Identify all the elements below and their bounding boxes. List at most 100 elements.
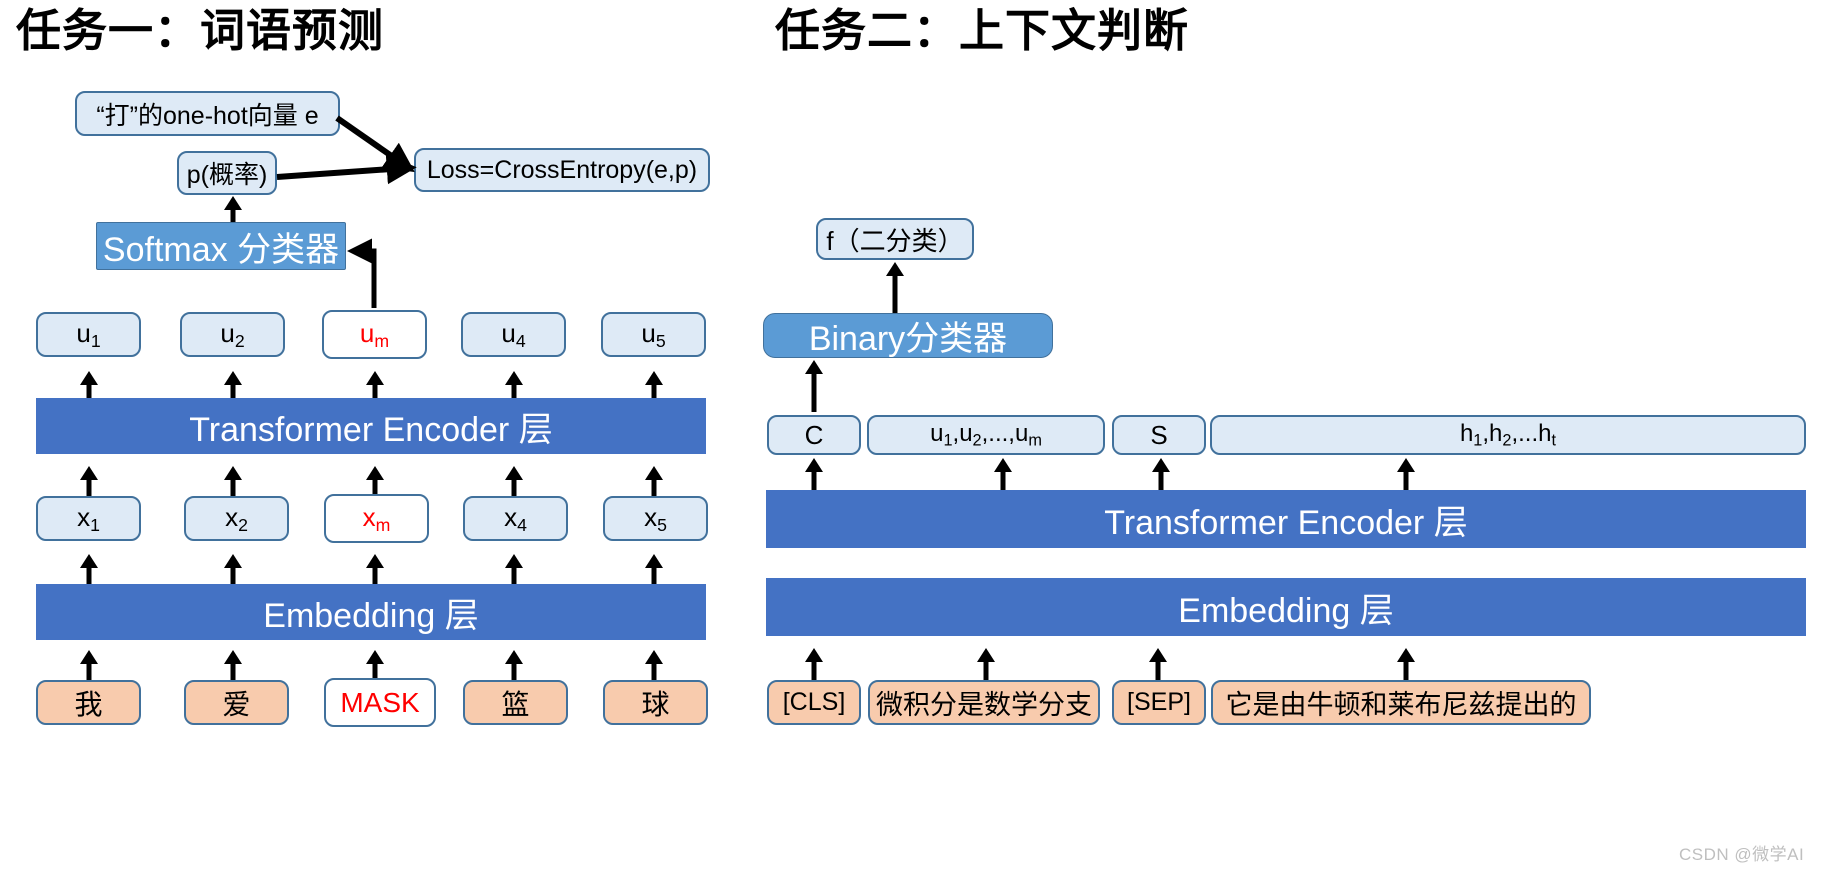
embedding-token-x2-label: x2 (225, 501, 248, 535)
csdn-watermark: CSDN @微学AI (1679, 845, 1805, 864)
right-transformer-encoder-band: Transformer Encoder 层 (766, 490, 1806, 548)
input-token-1-label: 我 (74, 688, 103, 720)
input-token-1: 我 (36, 680, 141, 725)
binary-classifier-box: Binary分类器 (763, 313, 1053, 358)
arrow-sentence-a-to-embedding (976, 648, 995, 680)
arrow-sentence-b-to-embedding (1396, 648, 1415, 680)
hidden-token-u2: u2 (180, 312, 285, 357)
arrow-um-to-softmax (347, 238, 377, 308)
right-input-sep: [SEP] (1112, 680, 1206, 725)
right-embedding-band: Embedding 层 (766, 578, 1806, 636)
arrow-embedding-to-x4 (504, 554, 523, 584)
arrow-input4-to-embedding (504, 650, 523, 680)
arrow-input5-to-embedding (644, 650, 663, 680)
right-input-sentence-b-label: 它是由牛顿和莱布尼兹提出的 (1225, 690, 1577, 720)
right-input-cls: [CLS] (767, 680, 861, 725)
arrow-classifier-to-output (885, 262, 904, 314)
arrow-input2-to-embedding (223, 650, 242, 680)
embedding-token-x1: x1 (36, 496, 141, 541)
left-embedding-label: Embedding 层 (263, 596, 479, 635)
arrow-encoder-to-u1 (79, 371, 98, 398)
hidden-token-u5-label: u5 (641, 317, 666, 351)
arrow-embedding-to-x1 (79, 554, 98, 584)
hidden-token-u1: u1 (36, 312, 141, 357)
left-transformer-encoder-label: Transformer Encoder 层 (189, 410, 553, 449)
arrow-encoder-to-c (804, 458, 823, 490)
task-one-title: 任务一：词语预测 (16, 5, 385, 56)
embedding-token-x5: x5 (603, 496, 708, 541)
arrow-encoder-to-u2 (223, 371, 242, 398)
arrow-c-token-to-classifier (804, 360, 823, 412)
arrow-sep-to-embedding (1148, 648, 1167, 680)
arrow-input1-to-embedding (79, 650, 98, 680)
left-embedding-band: Embedding 层 (36, 584, 706, 640)
arrow-x4-to-encoder (504, 466, 523, 496)
arrow-x2-to-encoder (223, 466, 242, 496)
arrow-embedding-to-x5 (644, 554, 663, 584)
right-input-sentence-b: 它是由牛顿和莱布尼兹提出的 (1211, 680, 1591, 725)
right-transformer-encoder-label: Transformer Encoder 层 (1104, 503, 1468, 542)
embedding-token-x1-label: x1 (77, 501, 100, 535)
softmax-classifier-box: Softmax 分类器 (96, 222, 346, 270)
hidden-state-u-series-label: u1,u2,...,um (930, 419, 1042, 450)
right-input-sep-label: [SEP] (1127, 688, 1191, 716)
arrow-onehot-to-loss (335, 115, 415, 173)
embedding-token-x4: x4 (463, 496, 568, 541)
embedding-token-x5-label: x5 (644, 501, 667, 535)
loss-label: Loss=CrossEntropy(e,p) (426, 155, 698, 184)
right-input-sentence-a: 微积分是数学分支 (868, 680, 1100, 725)
softmax-classifier-label: Softmax 分类器 (102, 230, 340, 269)
hidden-token-u2-label: u2 (220, 317, 245, 351)
arrow-embedding-to-x2 (223, 554, 242, 584)
hidden-state-s-label: S (1150, 419, 1168, 450)
embedding-token-x2: x2 (184, 496, 289, 541)
arrow-xm-to-encoder (365, 466, 384, 496)
binary-output-label: f（二分类） (826, 225, 964, 256)
input-token-5: 球 (603, 680, 708, 725)
input-token-2-label: 爱 (222, 688, 251, 720)
arrow-input3-to-embedding (365, 650, 384, 680)
onehot-vector-box: “打”的one-hot向量 e (75, 91, 340, 136)
onehot-vector-label: “打”的one-hot向量 e (96, 101, 319, 130)
hidden-state-h-series: h1,h2,...ht (1210, 415, 1806, 455)
input-token-5-label: 球 (641, 688, 670, 720)
task-two-title: 任务二：上下文判断 (775, 5, 1190, 56)
hidden-state-h-series-label: h1,h2,...ht (1459, 419, 1557, 450)
arrow-x1-to-encoder (79, 466, 98, 496)
input-token-4: 篮 (463, 680, 568, 725)
hidden-token-u4-label: u4 (501, 317, 526, 351)
hidden-state-u-series: u1,u2,...,um (867, 415, 1105, 455)
right-input-sentence-a-label: 微积分是数学分支 (876, 690, 1092, 720)
arrow-encoder-to-s (1151, 458, 1170, 490)
input-token-3-label: MASK (340, 686, 420, 718)
right-input-cls-label: [CLS] (782, 688, 846, 716)
arrow-probability-to-loss (276, 154, 417, 185)
arrow-cls-to-embedding (804, 648, 823, 680)
hidden-token-um-label: um (359, 317, 390, 351)
embedding-token-x4-label: x4 (504, 501, 527, 535)
hidden-token-u1-label: u1 (76, 317, 101, 351)
arrow-encoder-to-u5 (644, 371, 663, 398)
loss-box: Loss=CrossEntropy(e,p) (414, 148, 710, 192)
arrow-encoder-to-um (365, 371, 384, 398)
arrow-x5-to-encoder (644, 466, 663, 496)
probability-box: p(概率) (177, 151, 277, 195)
hidden-state-c: C (767, 415, 861, 455)
embedding-token-xm-masked: xm (324, 494, 429, 543)
input-token-3-mask: MASK (324, 678, 436, 727)
embedding-token-xm-label: xm (362, 501, 391, 535)
left-transformer-encoder-band: Transformer Encoder 层 (36, 398, 706, 454)
hidden-token-um-masked: um (322, 310, 427, 359)
binary-classifier-label: Binary分类器 (808, 320, 1008, 358)
input-token-4-label: 篮 (501, 688, 530, 720)
arrow-embedding-to-xm (365, 554, 384, 584)
hidden-token-u4: u4 (461, 312, 566, 357)
hidden-token-u5: u5 (601, 312, 706, 357)
hidden-state-s: S (1112, 415, 1206, 455)
arrow-encoder-to-u4 (504, 371, 523, 398)
arrow-softmax-to-probability (223, 196, 242, 222)
probability-label: p(概率) (186, 161, 268, 189)
arrow-encoder-to-u-series (993, 458, 1012, 490)
hidden-state-c-label: C (804, 419, 824, 450)
